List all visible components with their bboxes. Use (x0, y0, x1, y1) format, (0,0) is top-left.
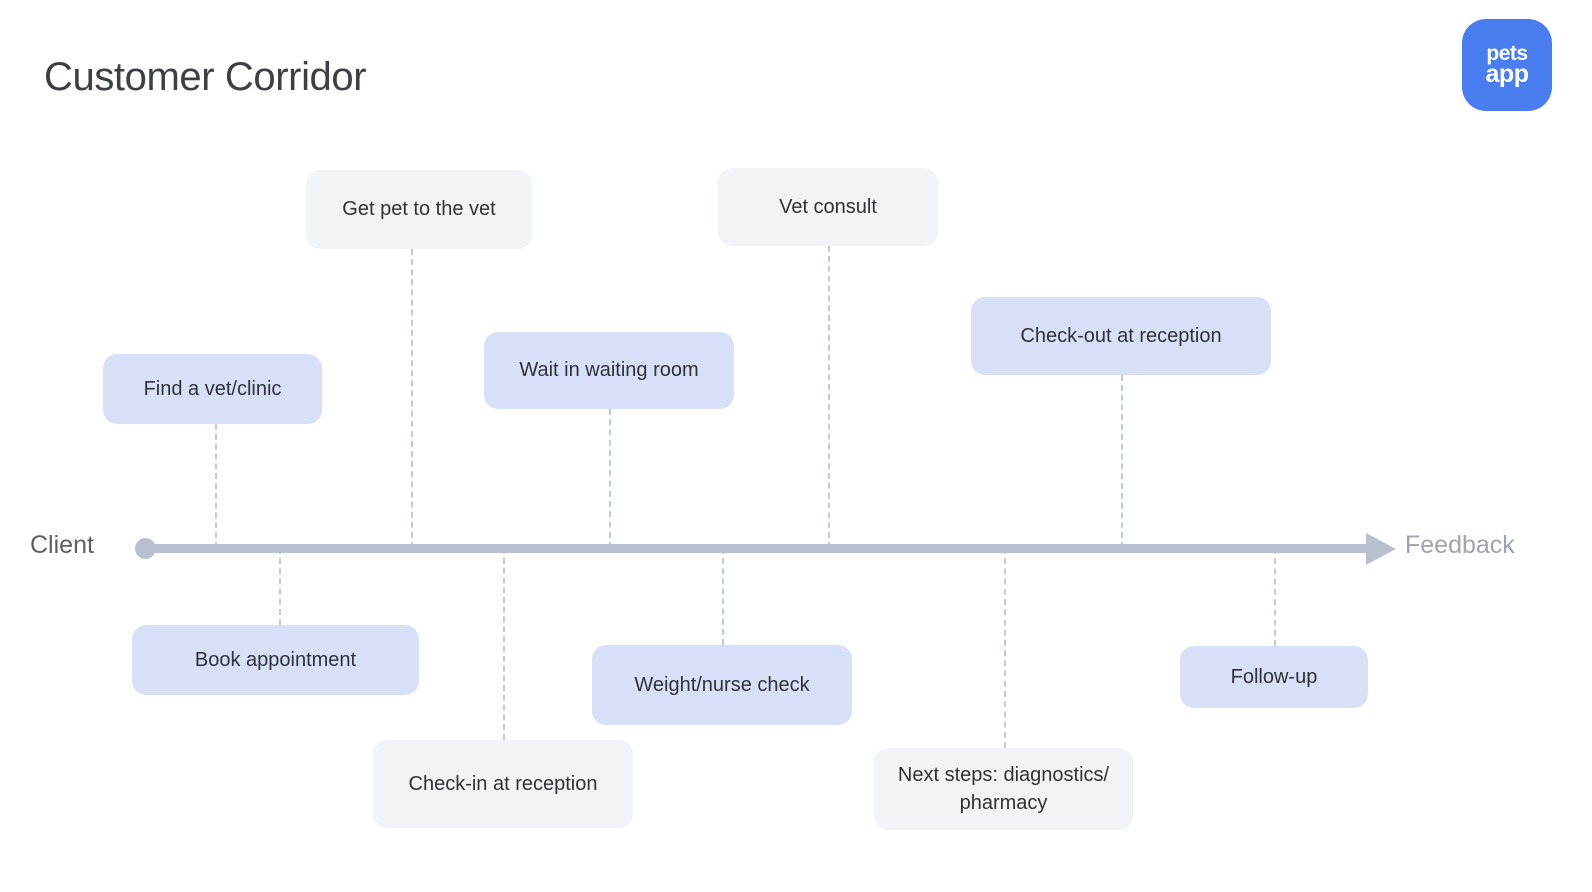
connector-book-appointment (279, 548, 281, 625)
connector-vet-consult (828, 246, 830, 548)
step-box-find-a-vet-clinic[interactable]: Find a vet/clinic (103, 354, 322, 424)
step-label-get-pet-to-the-vet: Get pet to the vet (342, 198, 496, 221)
step-box-get-pet-to-the-vet[interactable]: Get pet to the vet (306, 170, 532, 249)
connector-wait-in-waiting-room (609, 409, 611, 548)
step-box-check-in-at-reception[interactable]: Check-in at reception (373, 740, 633, 828)
connector-weight-nurse-check (722, 548, 724, 645)
logo-text-app: app (1485, 60, 1529, 89)
step-label-vet-consult: Vet consult (779, 195, 877, 218)
step-box-vet-consult[interactable]: Vet consult (718, 168, 938, 246)
step-label-check-out-at-reception: Check-out at reception (1020, 324, 1222, 347)
timeline-start-dot-icon (135, 538, 156, 559)
connector-check-out-at-reception (1121, 375, 1123, 548)
connector-next-steps-diagnostics-pharmacy (1004, 548, 1006, 748)
step-box-weight-nurse-check[interactable]: Weight/nurse check (592, 645, 852, 725)
connector-find-a-vet-clinic (215, 424, 217, 548)
step-box-book-appointment[interactable]: Book appointment (132, 625, 419, 695)
petsapp-logo: pets app (1462, 19, 1552, 111)
step-label-weight-nurse-check: Weight/nurse check (634, 673, 810, 696)
step-label-follow-up: Follow-up (1230, 665, 1318, 688)
step-box-next-steps-diagnostics-pharmacy[interactable]: Next steps: diagnostics/ pharmacy (874, 748, 1133, 830)
step-label-check-in-at-reception: Check-in at reception (408, 772, 598, 795)
step-box-check-out-at-reception[interactable]: Check-out at reception (971, 297, 1271, 375)
step-label-wait-in-waiting-room: Wait in waiting room (519, 359, 699, 382)
step-label-book-appointment: Book appointment (194, 648, 357, 671)
timeline-arrow-icon (1366, 533, 1396, 565)
timeline-label-client: Client (30, 531, 94, 559)
page-title: Customer Corridor (44, 55, 367, 99)
logo-text-pets: pets (1486, 41, 1528, 65)
connector-get-pet-to-the-vet (411, 249, 413, 548)
step-box-wait-in-waiting-room[interactable]: Wait in waiting room (484, 332, 734, 409)
connector-follow-up (1274, 548, 1276, 646)
step-box-follow-up[interactable]: Follow-up (1180, 646, 1368, 708)
step-label-next-steps-diagnostics-pharmacy: Next steps: diagnostics/ pharmacy (897, 763, 1110, 814)
step-label-find-a-vet-clinic: Find a vet/clinic (143, 377, 282, 400)
connector-check-in-at-reception (503, 548, 505, 740)
timeline-axis (146, 544, 1380, 553)
timeline-label-feedback: Feedback (1405, 531, 1515, 559)
